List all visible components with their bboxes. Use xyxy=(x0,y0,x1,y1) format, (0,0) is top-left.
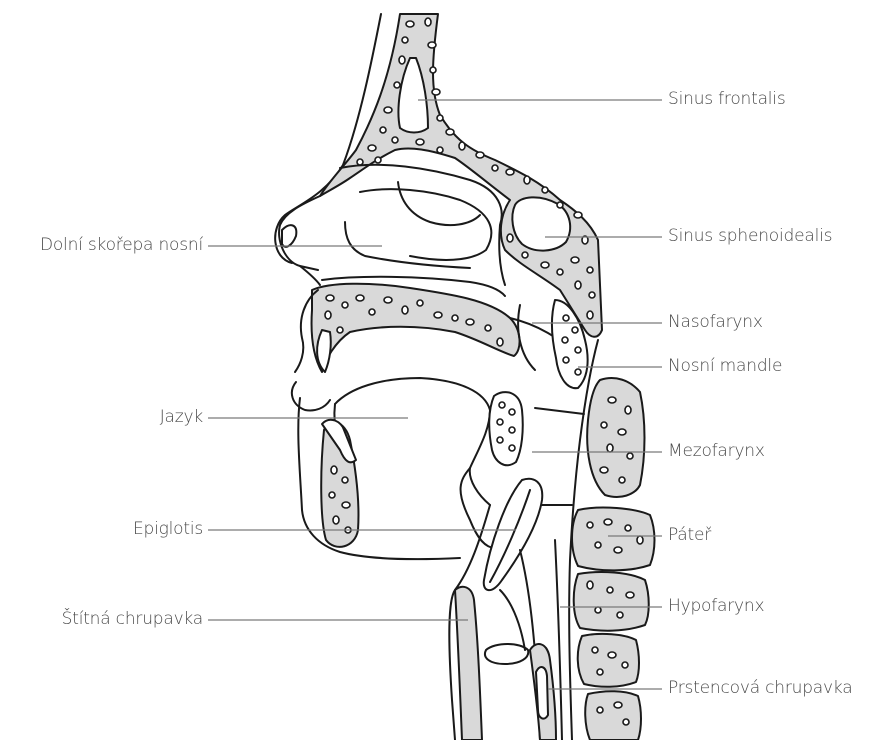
label-nosni-mandle: Nosní mandle xyxy=(668,356,782,376)
hard-palate xyxy=(312,284,520,372)
label-sinus-frontalis: Sinus frontalis xyxy=(668,89,786,109)
label-nasofarynx: Nasofarynx xyxy=(668,312,763,332)
cricoid xyxy=(530,644,556,740)
label-hypofarynx: Hypofarynx xyxy=(668,596,764,616)
label-jazyk: Jazyk xyxy=(160,407,203,427)
label-stitna-chrupavka: Štítná chrupavka xyxy=(62,609,203,629)
label-mezofarynx: Mezofarynx xyxy=(668,441,765,461)
label-dolni-skorepa-nosni: Dolní skořepa nosní xyxy=(40,235,203,255)
label-prstencova-chrupavka: Prstencová chrupavka xyxy=(668,678,852,698)
label-pater: Páteř xyxy=(668,525,711,545)
mandible xyxy=(298,398,460,559)
vertebrae xyxy=(572,378,655,740)
epiglottis xyxy=(484,479,543,590)
nose xyxy=(279,165,505,296)
label-sinus-sphenoidealis: Sinus sphenoidealis xyxy=(668,226,832,246)
label-epiglotis: Epiglotis xyxy=(133,519,203,539)
